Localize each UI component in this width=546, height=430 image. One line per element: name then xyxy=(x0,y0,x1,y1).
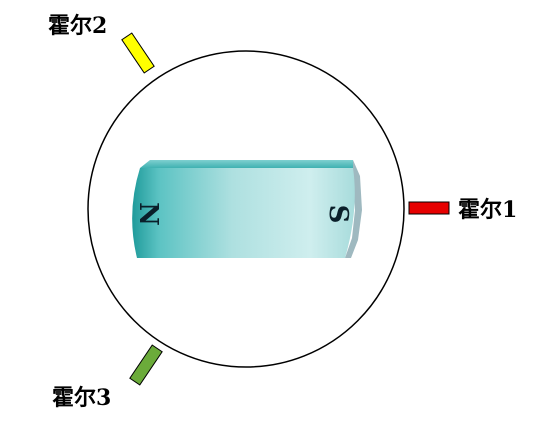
magnet-top-face xyxy=(140,160,353,168)
hall-sensor-1 xyxy=(408,201,450,215)
magnet-pole-s: S xyxy=(323,205,353,224)
magnet-pole-n: N xyxy=(133,202,163,226)
hall-sensor-2 xyxy=(121,32,155,74)
hall-sensor-2-label: 霍尔2 xyxy=(48,13,107,39)
magnet: N S xyxy=(132,160,362,258)
hall-sensor-3 xyxy=(129,344,163,386)
hall-sensor-3-label: 霍尔3 xyxy=(52,385,111,411)
magnet-right-edge xyxy=(345,160,362,258)
magnet-body xyxy=(132,168,355,258)
hall-sensor-1-label: 霍尔1 xyxy=(458,197,517,223)
